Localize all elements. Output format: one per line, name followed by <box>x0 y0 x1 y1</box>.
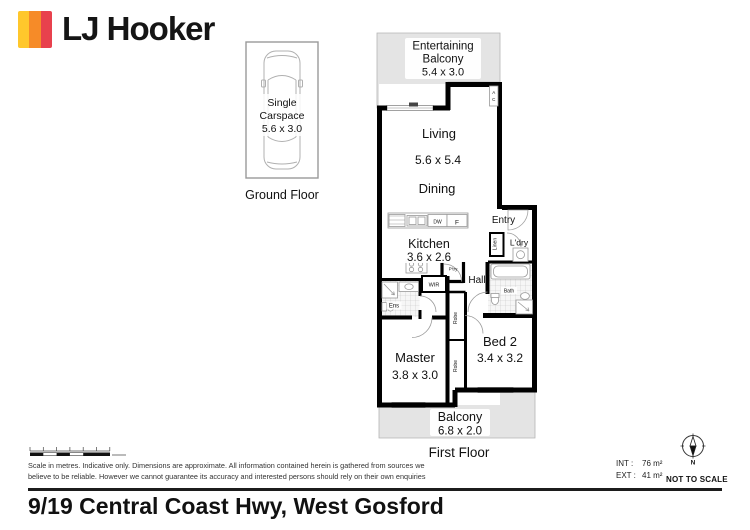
svg-text:6.8 x 2.0: 6.8 x 2.0 <box>438 426 482 438</box>
disclaimer-line-1: Scale in metres. Indicative only. Dimens… <box>28 461 425 470</box>
master-label: Master 3.8 x 3.0 <box>392 350 438 382</box>
ext-area-value: 41 m² <box>642 471 663 480</box>
area-summary: INT : 76 m² EXT : 41 m² <box>616 458 676 482</box>
scale-bar <box>29 447 126 456</box>
not-to-scale-label: NOT TO SCALE <box>666 475 728 484</box>
divider-rule <box>28 488 722 491</box>
svg-text:3.6 x 2.6: 3.6 x 2.6 <box>407 252 451 264</box>
svg-text:Balcony: Balcony <box>423 54 464 66</box>
svg-text:3.8 x 3.0: 3.8 x 3.0 <box>392 368 438 382</box>
compass-north-label: N <box>691 460 696 467</box>
basin-icon <box>520 292 530 300</box>
sliding-door-marker <box>409 102 418 107</box>
ac-label-a: A <box>492 90 495 95</box>
pantry-label: P'try <box>449 267 459 272</box>
brand-name: LJ Hooker <box>62 10 215 47</box>
hall-label: Hall <box>468 275 485 286</box>
svg-text:Master: Master <box>395 350 435 365</box>
laundry-label: L'dry <box>510 238 529 248</box>
ac-unit: A C <box>489 85 499 107</box>
living-label: Living 5.6 x 5.4 Dining <box>415 126 461 196</box>
svg-text:5.6 x 5.4: 5.6 x 5.4 <box>415 153 461 167</box>
robe-label-2: Robe <box>453 360 459 372</box>
svg-text:Bath: Bath <box>504 289 515 295</box>
balcony-bottom-label: Balcony 6.8 x 2.0 <box>430 409 490 438</box>
balcony-top-label: Entertaining Balcony 5.4 x 3.0 <box>405 38 481 79</box>
walls <box>377 82 537 408</box>
svg-text:Living: Living <box>422 126 456 141</box>
compass-icon: N <box>680 433 706 467</box>
ext-area-label: EXT : <box>616 471 636 480</box>
logo-stripe-yellow <box>18 10 30 48</box>
lj-hooker-logo: LJ Hooker <box>18 10 215 48</box>
svg-text:Ens: Ens <box>389 304 399 310</box>
logo-stripe-red <box>40 10 52 48</box>
robe-label-1: Robe <box>453 312 459 324</box>
kitchen-bench <box>387 212 469 229</box>
svg-text:3.4 x 3.2: 3.4 x 3.2 <box>477 351 523 365</box>
disclaimer-text: Scale in metres. Indicative only. Dimens… <box>28 461 426 482</box>
ac-label-c: C <box>492 97 496 102</box>
bed2-label: Bed 2 3.4 x 3.2 <box>477 334 523 365</box>
ground-floor-plan: Single Carspace 5.6 x 3.0 Ground Floor <box>245 41 319 202</box>
door-arcs <box>411 209 529 338</box>
dishwasher-label: DW <box>433 220 442 226</box>
carspace-label-line1: Single <box>267 97 296 109</box>
carspace-label-line2: Carspace <box>260 110 305 122</box>
first-floor-label: First Floor <box>429 445 490 460</box>
entry-label: Entry <box>492 215 515 226</box>
kitchen-label: Kitchen 3.6 x 2.6 <box>398 235 460 264</box>
bath-label: Bath <box>501 287 517 295</box>
svg-text:Dining: Dining <box>419 181 456 196</box>
carspace-label-bg <box>260 94 304 136</box>
int-area-value: 76 m² <box>642 459 663 468</box>
carspace-label-dims: 5.6 x 3.0 <box>262 123 302 135</box>
svg-text:5.4 x 3.0: 5.4 x 3.0 <box>422 67 464 79</box>
svg-text:Kitchen: Kitchen <box>408 237 450 251</box>
svg-text:Balcony: Balcony <box>438 410 483 424</box>
svg-text:Bed 2: Bed 2 <box>483 334 517 349</box>
laundry-fixtures <box>512 247 529 262</box>
toilet-icon <box>381 302 387 312</box>
logo-stripe-orange <box>29 10 41 48</box>
ensuite-label: Ens <box>386 301 402 310</box>
svg-text:Entertaining: Entertaining <box>412 41 473 53</box>
ground-floor-label: Ground Floor <box>245 188 319 202</box>
disclaimer-line-2: believe to be reliable. However we canno… <box>28 471 426 481</box>
linen-label: Linen <box>493 238 499 250</box>
wir-label: WIR <box>429 283 440 289</box>
fridge-label: F <box>455 220 459 227</box>
bath-fixtures <box>490 263 533 315</box>
lj-hooker-stripes-icon <box>18 10 52 48</box>
int-area-label: INT : <box>616 459 634 468</box>
kitchen-sink-icon <box>406 215 428 227</box>
property-address: 9/19 Central Coast Hwy, West Gosford <box>28 493 444 519</box>
first-floor-plan: DW F <box>376 32 537 460</box>
